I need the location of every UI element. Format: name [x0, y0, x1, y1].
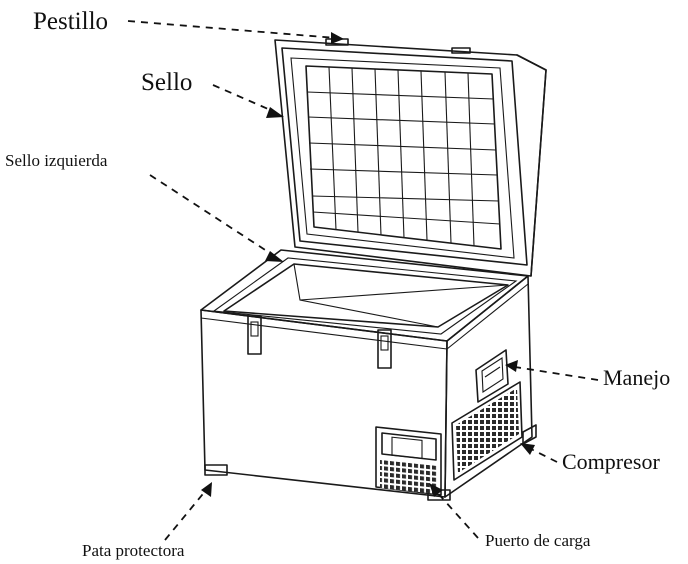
label-handle: Manejo	[603, 365, 671, 390]
lid-grid	[306, 66, 501, 247]
label-charging-port: Puerto de carga	[485, 531, 591, 550]
label-left-seal: Sello izquierda	[5, 151, 108, 170]
label-protective-foot: Pata protectora	[82, 541, 185, 560]
control-panel	[375, 426, 442, 496]
lid	[274, 38, 547, 277]
label-seal: Sello	[141, 69, 193, 96]
leader-lines	[127, 20, 599, 541]
fridge-body	[200, 249, 537, 501]
compressor-vent	[451, 381, 523, 481]
label-latch: Pestillo	[33, 8, 109, 35]
label-compressor: Compresor	[562, 449, 660, 474]
handle	[475, 349, 509, 403]
